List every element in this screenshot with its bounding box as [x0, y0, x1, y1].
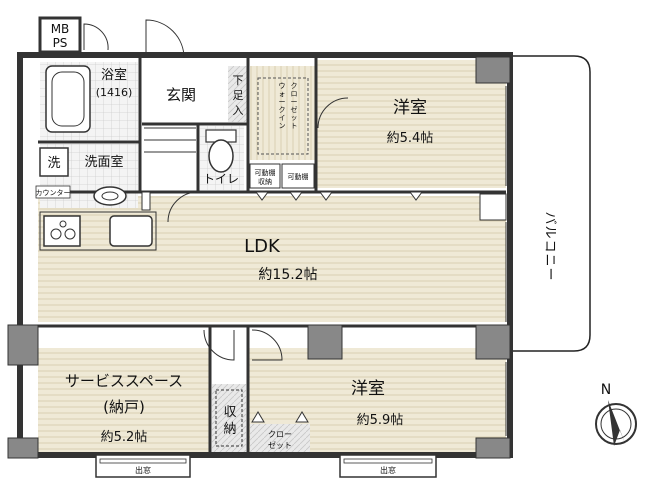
toilet-door-arc	[167, 191, 199, 223]
hall-steps	[144, 127, 196, 153]
mbps-door-arc	[83, 23, 109, 51]
svg-text:ク: ク	[291, 82, 298, 90]
closet2-door-markers	[251, 411, 309, 423]
svg-text:ト: ト	[291, 122, 298, 130]
entrance-floor	[144, 66, 230, 122]
toilet-label: トイレ	[203, 172, 239, 186]
bath-label: 浴室	[101, 67, 127, 83]
storage-label-1: 収	[223, 405, 236, 420]
shoe-label-1: 下	[233, 74, 244, 87]
svg-text:ウ: ウ	[279, 82, 286, 90]
mbps-box	[38, 16, 82, 54]
movable-storage-a-label-1: 可動棚	[255, 168, 276, 177]
bay-window-left	[95, 454, 191, 478]
movable-storage-a	[249, 163, 281, 189]
mbps-label-2: PS	[53, 36, 68, 50]
ldk-label: LDK	[244, 236, 281, 257]
svg-text:ー: ー	[542, 267, 557, 280]
svg-text:ロ: ロ	[291, 90, 298, 98]
wash-door	[141, 191, 151, 211]
svg-text:ク: ク	[279, 106, 286, 114]
north-compass-icon: N	[595, 382, 637, 446]
svg-text:コ: コ	[542, 239, 557, 252]
svg-text:ッ: ッ	[291, 114, 298, 122]
entrance-door-arc	[145, 19, 185, 59]
walkin-floor	[250, 66, 316, 160]
room2-closet	[250, 424, 310, 452]
ldk-small-box	[479, 193, 507, 221]
washer-icon	[39, 147, 69, 177]
svg-text:ゼ: ゼ	[291, 105, 298, 114]
counter-box	[35, 185, 71, 199]
service-door-arc	[203, 329, 235, 361]
room2-door-arc	[251, 329, 283, 361]
room1-label: 洋室	[393, 98, 427, 118]
walkin-dashed	[257, 77, 309, 155]
kitchen-counter	[39, 211, 157, 251]
toilet-icon	[208, 139, 234, 173]
svg-text:バ: バ	[542, 211, 557, 224]
shoe-storage	[228, 66, 248, 122]
washroom-label: 洗面室	[84, 154, 123, 170]
window-left-label: 出窓	[135, 465, 151, 475]
movable-shelf-b-label: 可動棚	[288, 172, 309, 181]
bath-size-label: (1416)	[96, 86, 133, 99]
service-label-2: (納戸)	[103, 398, 145, 416]
counter-label: カウンター	[36, 188, 71, 197]
window-right-label: 出窓	[380, 465, 396, 475]
svg-text:イ: イ	[279, 114, 286, 122]
service-storage	[212, 384, 246, 452]
room1-door-arc	[317, 97, 349, 129]
svg-text:ォ: ォ	[279, 90, 286, 98]
svg-text:ー: ー	[291, 98, 298, 106]
svg-text:ー: ー	[279, 98, 286, 106]
service-size-label: 約5.2帖	[101, 430, 148, 445]
balcony-label: バ ル コ ニ ー	[542, 211, 557, 280]
shoe-label-2: 足	[233, 89, 244, 102]
balcony-outline	[512, 55, 591, 352]
service-label-1: サービススペース	[65, 372, 183, 390]
bathtub-icon	[45, 65, 91, 133]
ldk-floor	[38, 196, 506, 322]
ldk-size-label: 約15.2帖	[258, 267, 317, 283]
kitchen-sink-icon	[109, 215, 153, 247]
svg-text:ン: ン	[279, 122, 286, 130]
movable-shelf-b	[281, 163, 315, 189]
pillars	[7, 56, 511, 459]
svg-text:ル: ル	[542, 225, 557, 238]
balcony-windows	[505, 86, 513, 436]
shoe-label-3: 入	[233, 104, 244, 117]
room1-size-label: 約5.4帖	[387, 131, 434, 146]
outer-wall	[17, 52, 513, 458]
service-floor	[38, 348, 210, 452]
closet-label-1: クロー	[268, 430, 292, 439]
north-label: N	[601, 382, 611, 398]
storage-label-2: 納	[223, 422, 236, 437]
entrance-label: 玄関	[166, 86, 196, 104]
room2-size-label: 約5.9帖	[357, 413, 404, 428]
svg-text:ニ: ニ	[542, 253, 557, 266]
room1-floor	[316, 60, 506, 188]
closet-label-2: ゼット	[268, 440, 292, 450]
sink-icon	[93, 186, 127, 206]
bay-window-right	[339, 454, 437, 478]
closet-door-markers	[255, 191, 423, 201]
mbps-label-1: MB	[51, 22, 70, 36]
movable-storage-a-label-2: 収納	[258, 177, 272, 186]
wash-icon-label: 洗	[47, 156, 60, 171]
room2-label: 洋室	[351, 379, 385, 399]
walkin-label: ウ ォ ー ク イ ン ク ロ ー ゼ ッ ト	[279, 82, 298, 130]
